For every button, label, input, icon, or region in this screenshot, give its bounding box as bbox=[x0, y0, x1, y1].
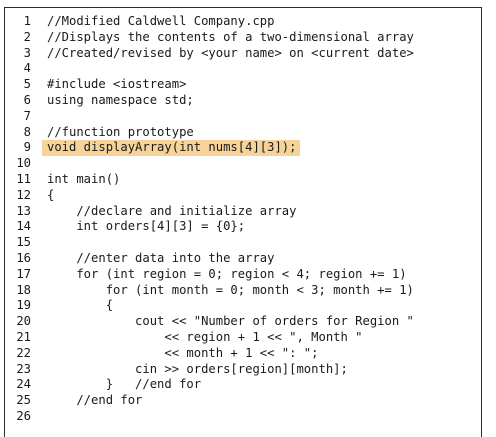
line-number: 17 bbox=[16, 266, 31, 281]
line-number: 26 bbox=[16, 408, 31, 423]
line-number: 13 bbox=[16, 203, 31, 218]
code-text: //Modified Caldwell Company.cpp bbox=[47, 14, 275, 28]
code-text: //enter data into the array bbox=[47, 250, 275, 265]
line-number: 25 bbox=[16, 393, 31, 408]
line-number: 22 bbox=[16, 345, 31, 360]
code-line-4: 4 bbox=[5, 61, 481, 77]
line-number: 21 bbox=[16, 329, 31, 344]
line-number: 5 bbox=[23, 77, 31, 92]
highlight-bar bbox=[42, 140, 300, 157]
code-line-2: 2 //Displays the contents of a two-dimens… bbox=[5, 30, 481, 46]
code-text-highlighted: void displayArray(int nums[4][3]); bbox=[47, 140, 297, 155]
code-text: //function prototype bbox=[47, 124, 194, 139]
code-line-19: 19 { bbox=[5, 298, 481, 314]
code-text: //declare and initialize array bbox=[47, 203, 297, 218]
code-text: //Displays the contents of a two-dimensi… bbox=[47, 29, 414, 44]
code-text: } //end for bbox=[47, 377, 202, 392]
code-text: int main() bbox=[47, 171, 121, 186]
code-line-16: 16 //enter data into the array bbox=[5, 251, 481, 267]
line-number: 23 bbox=[16, 361, 31, 376]
line-number: 12 bbox=[16, 187, 31, 202]
line-number: 20 bbox=[16, 314, 31, 329]
line-number: 6 bbox=[23, 92, 31, 107]
code-text: { bbox=[47, 187, 55, 202]
code-line-3: 3 //Created/revised by <your name> on <cu… bbox=[5, 46, 481, 62]
line-number: 2 bbox=[23, 29, 31, 44]
line-number: 18 bbox=[16, 282, 31, 297]
code-text: << region + 1 << ", Month " bbox=[47, 329, 363, 344]
code-text: cout << "Number of orders for Region " bbox=[47, 314, 414, 329]
code-line-24: 24 } //end for bbox=[5, 377, 481, 393]
code-line-14: 14 int orders[4][3] = {0}; bbox=[5, 219, 481, 235]
code-text: << month + 1 << ": "; bbox=[47, 345, 319, 360]
code-line-21: 21 << region + 1 << ", Month " bbox=[5, 330, 481, 346]
code-line-20: 20 cout << "Number of orders for Region … bbox=[5, 314, 481, 330]
code-text: //end for bbox=[47, 393, 143, 408]
code-line-23: 23 cin >> orders[region][month]; bbox=[5, 362, 481, 378]
code-text: for (int region = 0; region < 4; region … bbox=[47, 266, 407, 281]
code-line-10: 10 bbox=[5, 156, 481, 172]
code-line-12: 12 { bbox=[5, 188, 481, 204]
line-number: 4 bbox=[23, 61, 31, 76]
code-text: for (int month = 0; month < 3; month += … bbox=[47, 282, 414, 297]
code-line-26: 26 bbox=[5, 409, 481, 425]
code-line-18: 18 for (int month = 0; month < 3; month … bbox=[5, 283, 481, 299]
line-number: 3 bbox=[23, 45, 31, 60]
code-line-15: 15 bbox=[5, 235, 481, 251]
line-number: 10 bbox=[16, 156, 31, 171]
code-text: //Created/revised by <your name> on <cur… bbox=[47, 45, 414, 60]
code-lines: 1 //Modified Caldwell Company.cpp 2 //Disp… bbox=[5, 14, 481, 425]
code-listing: 1 //Modified Caldwell Company.cpp 2 //Disp… bbox=[4, 7, 482, 437]
line-number: 19 bbox=[16, 298, 31, 313]
code-text: #include <iostream> bbox=[47, 77, 187, 92]
code-line-1: 1 //Modified Caldwell Company.cpp bbox=[5, 14, 481, 30]
code-line-6: 6 using namespace std; bbox=[5, 93, 481, 109]
line-number: 15 bbox=[16, 235, 31, 250]
code-line-11: 11 int main() bbox=[5, 172, 481, 188]
line-number: 9 bbox=[23, 140, 31, 155]
line-number: 7 bbox=[23, 108, 31, 123]
line-number: 8 bbox=[23, 124, 31, 139]
code-line-5: 5 #include <iostream> bbox=[5, 77, 481, 93]
line-number: 11 bbox=[16, 171, 31, 186]
code-text: cin >> orders[region][month]; bbox=[47, 361, 348, 376]
code-line-8: 8 //function prototype bbox=[5, 125, 481, 141]
line-number: 1 bbox=[23, 14, 31, 28]
code-line-7: 7 bbox=[5, 109, 481, 125]
code-text: int orders[4][3] = {0}; bbox=[47, 219, 246, 234]
line-number: 16 bbox=[16, 250, 31, 265]
code-text: using namespace std; bbox=[47, 92, 194, 107]
code-line-13: 13 //declare and initialize array bbox=[5, 204, 481, 220]
code-line-25: 25 //end for bbox=[5, 393, 481, 409]
code-line-17: 17 for (int region = 0; region < 4; regi… bbox=[5, 267, 481, 283]
code-text: { bbox=[47, 298, 114, 313]
line-number: 24 bbox=[16, 377, 31, 392]
line-number: 14 bbox=[16, 219, 31, 234]
code-line-9: 9 void displayArray(int nums[4][3]); bbox=[5, 140, 481, 157]
code-line-22: 22 << month + 1 << ": "; bbox=[5, 346, 481, 362]
